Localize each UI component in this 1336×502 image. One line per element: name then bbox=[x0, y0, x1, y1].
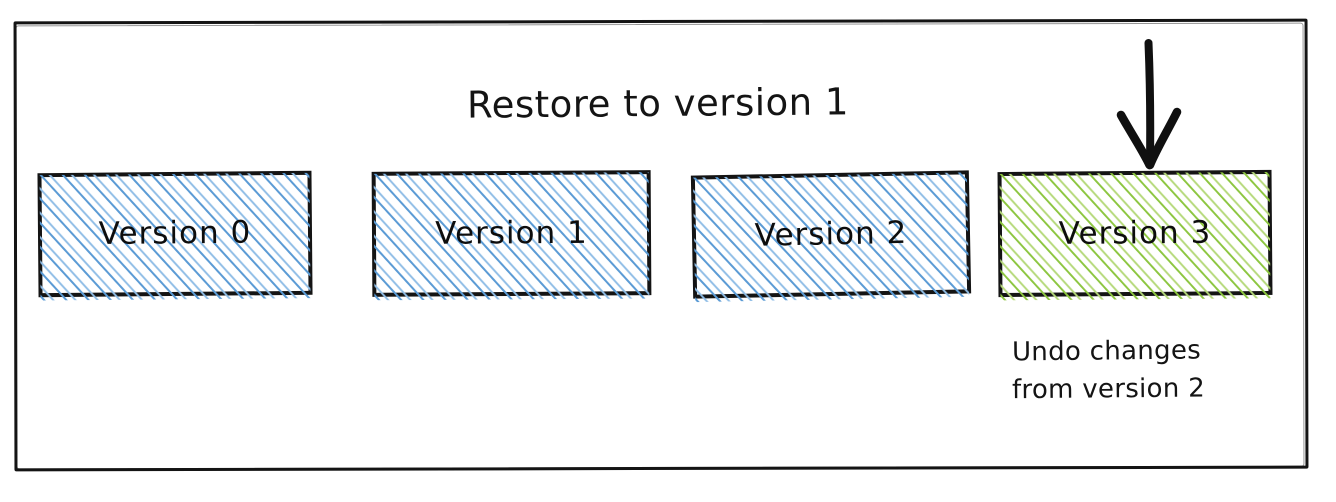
blue-hatch-fill-2 bbox=[692, 172, 970, 303]
undo-changes-caption: Undo changes from version 2 bbox=[1012, 332, 1282, 408]
version-box-0[interactable]: Version 0 bbox=[37, 170, 313, 301]
green-hatch-fill-3 bbox=[999, 171, 1271, 301]
version-box-2[interactable]: Version 2 bbox=[690, 170, 972, 303]
version-box-2-label: Version 2 bbox=[754, 214, 908, 254]
caption-line-2: from version 2 bbox=[1011, 373, 1206, 406]
version-box-1-label: Version 1 bbox=[435, 214, 588, 252]
version-box-1[interactable]: Version 1 bbox=[371, 170, 652, 301]
version-box-3-label: Version 3 bbox=[1058, 214, 1212, 252]
blue-hatch-fill-1 bbox=[373, 172, 650, 301]
version-box-3[interactable]: Version 3 bbox=[997, 169, 1273, 301]
down-arrow-icon bbox=[1116, 39, 1182, 170]
blue-hatch-fill-0 bbox=[39, 172, 311, 301]
version-box-0-label: Version 0 bbox=[98, 214, 252, 252]
caption-line-1: Undo changes bbox=[1011, 335, 1202, 368]
